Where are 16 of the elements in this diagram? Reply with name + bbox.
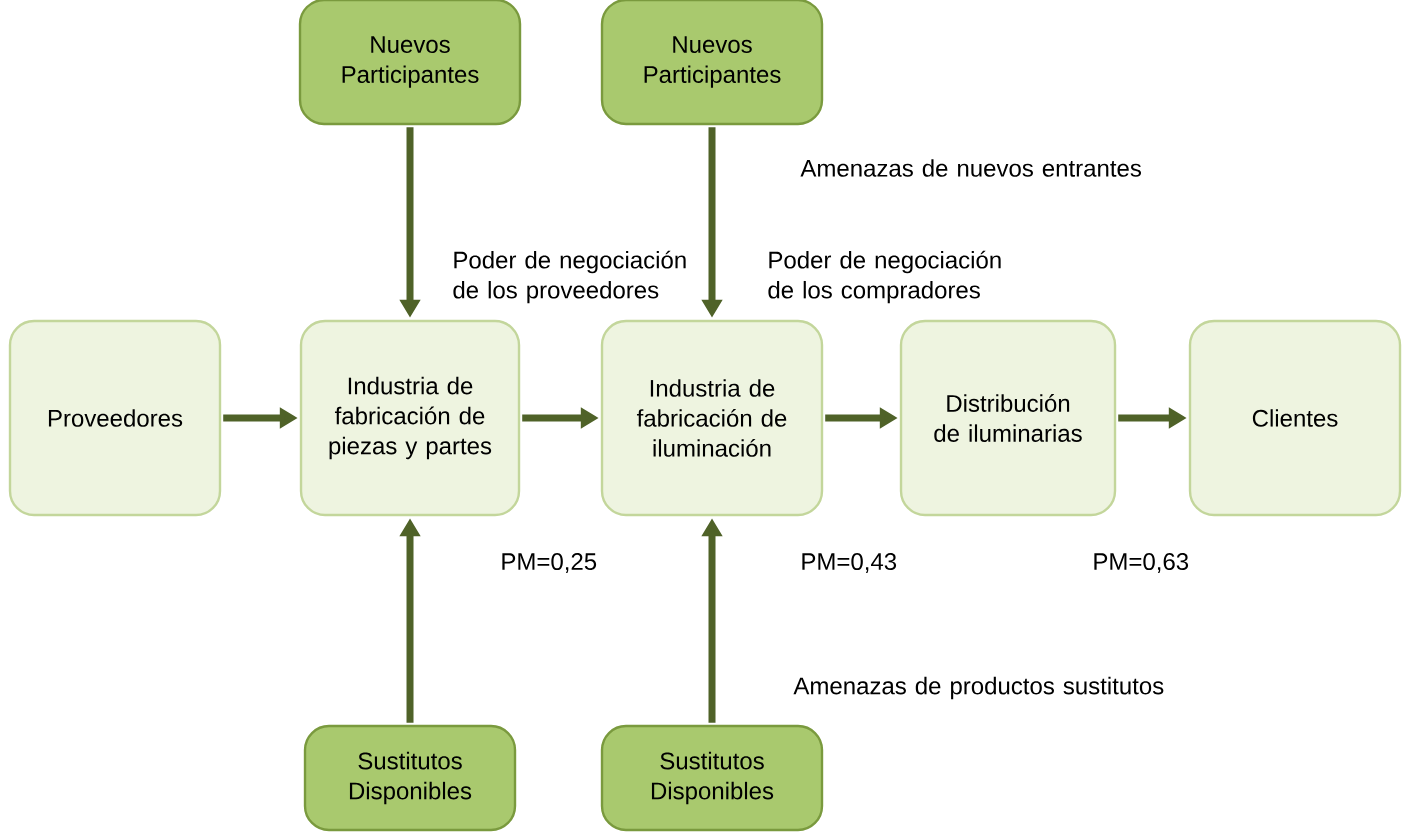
label-text: Poder de negociación de los proveedores: [453, 250, 686, 304]
process-box: Clientes: [1188, 319, 1402, 517]
force-box: Sustitutos Disponibles: [303, 724, 517, 832]
force-box: Sustitutos Disponibles: [600, 724, 824, 832]
force-box: Nuevos Participantes: [600, 0, 824, 126]
process-box: Proveedores: [8, 319, 222, 517]
process-box: Distribución de iluminarias: [899, 319, 1117, 517]
label-text: PM=0,43: [802, 553, 897, 573]
force-box: Nuevos Participantes: [298, 0, 522, 126]
label-text: PM=0,25: [502, 553, 597, 573]
label-text: Amenazas de nuevos entrantes: [800, 159, 1141, 177]
label-text: PM=0,63: [1094, 553, 1189, 573]
label-text: Poder de negociación de los compradores: [768, 250, 1001, 304]
label-text: Amenazas de productos sustitutos: [793, 676, 1164, 700]
process-box: Industria de fabricación de piezas y partes: [299, 319, 521, 517]
process-box: Industria de fabricación de iluminación: [600, 319, 824, 517]
